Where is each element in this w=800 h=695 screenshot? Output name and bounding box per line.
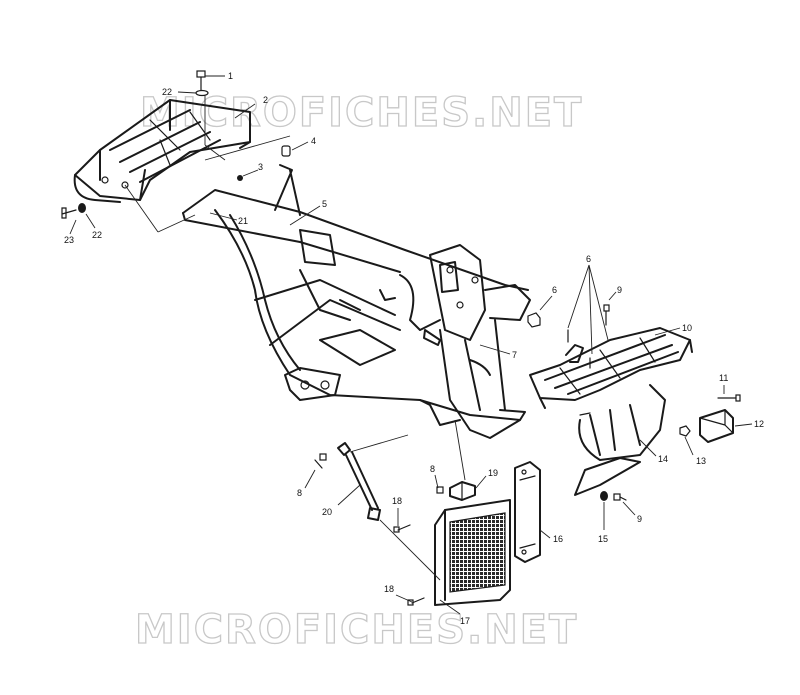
- washer-22b-icon: [78, 203, 86, 213]
- bracket-19-icon: [449, 481, 476, 501]
- shroud-16: [514, 461, 541, 563]
- main-frame: [182, 164, 531, 439]
- bolt-23-icon: [61, 207, 77, 219]
- callout-6: 6: [552, 285, 557, 295]
- headlight-12-icon: [699, 409, 734, 443]
- rear-rack: [73, 99, 251, 203]
- front-rack: [529, 327, 693, 409]
- bolt-9b-icon: [613, 493, 627, 501]
- callout-23: 23: [64, 235, 74, 245]
- callout-2: 2: [263, 95, 268, 105]
- watermark-bottom: MICROFICHES.NET: [135, 607, 578, 653]
- callout-9: 9: [617, 285, 622, 295]
- leader-lines: [69, 75, 753, 615]
- callout-12: 12: [754, 419, 764, 429]
- callout-22b: 22: [92, 230, 102, 240]
- bolt-8b-icon: [436, 486, 444, 494]
- bolt-1-icon: [196, 70, 206, 91]
- callout-17: 17: [460, 616, 470, 626]
- shock-20-icon: [337, 442, 381, 521]
- callout-8b: 8: [297, 488, 302, 498]
- callout-13: 13: [696, 456, 706, 466]
- callout-10: 10: [682, 323, 692, 333]
- washer-15-icon: [600, 491, 608, 501]
- watermark-top: MICROFICHES.NET: [140, 90, 583, 136]
- callout-9b: 9: [637, 514, 642, 524]
- bolt-11-icon: [717, 394, 741, 402]
- callout-15: 15: [598, 534, 608, 544]
- callout-16: 16: [553, 534, 563, 544]
- spacer-4-icon: [281, 145, 291, 157]
- callout-22: 22: [162, 87, 172, 97]
- callout-1: 1: [228, 71, 233, 81]
- bolt-9a-icon: [603, 304, 610, 326]
- callout-18b: 18: [384, 584, 394, 594]
- callout-6b: 6: [586, 254, 591, 264]
- callout-11: 11: [719, 373, 728, 383]
- bracket-6-icon: [565, 329, 591, 369]
- callout-3: 3: [258, 162, 263, 172]
- callout-7: 7: [512, 350, 517, 360]
- callout-18: 18: [392, 496, 402, 506]
- front-bumper: [574, 384, 666, 496]
- callout-21: 21: [238, 216, 248, 226]
- callout-5: 5: [322, 199, 327, 209]
- callout-14: 14: [658, 454, 668, 464]
- nut-3-icon: [237, 175, 243, 181]
- screw-18a-icon: [393, 524, 411, 533]
- callout-19: 19: [488, 468, 498, 478]
- radiator-17: [434, 499, 511, 606]
- callout-8: 8: [430, 464, 435, 474]
- nut-13-icon: [679, 425, 691, 437]
- bolt-8a-icon: [314, 453, 327, 469]
- callout-20: 20: [322, 507, 332, 517]
- callout-4: 4: [311, 136, 316, 146]
- block-6-icon: [527, 312, 541, 328]
- screw-18b-icon: [407, 597, 425, 606]
